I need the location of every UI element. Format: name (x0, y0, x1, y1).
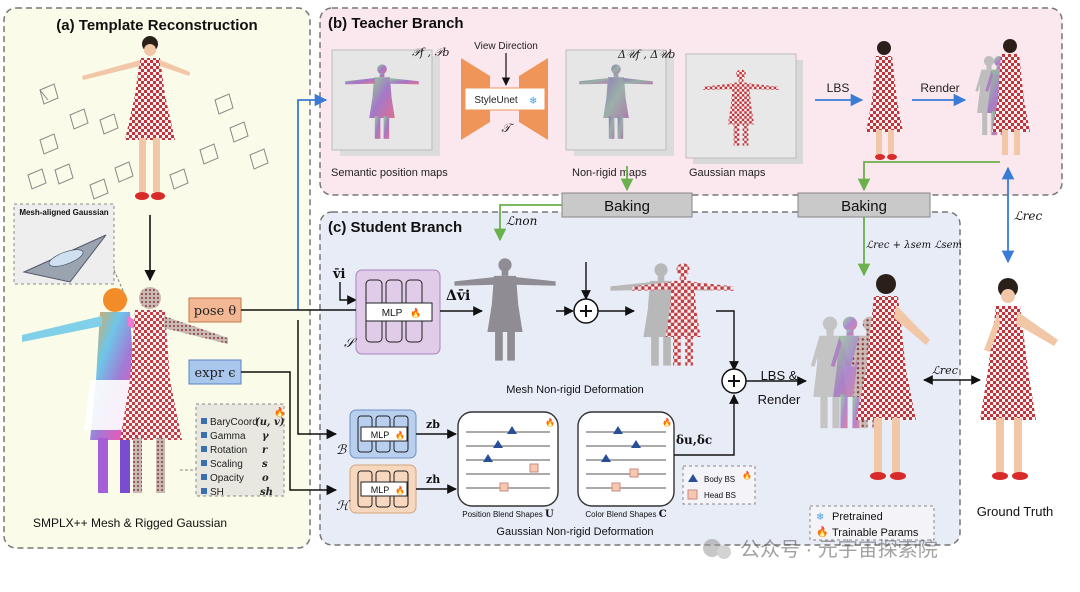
attr-label: SH (210, 487, 224, 498)
semantic-symbol: 𝒫f , 𝒫b (412, 46, 449, 59)
loss-rec-mid: ℒrec (932, 364, 958, 377)
attr-symbol: (u, v) (255, 417, 285, 428)
student-rendered-stack (810, 274, 930, 480)
baking-left-box (561, 192, 693, 218)
lbs-render-1: LBS & (761, 368, 798, 383)
fire-icon: 🔥 (662, 417, 672, 427)
attr-symbol: γ (262, 431, 269, 442)
expr-box (188, 359, 242, 385)
inset-title: Mesh-aligned Gaussian (19, 208, 108, 217)
inset-gaussian (48, 249, 84, 267)
attr-label: BaryCoord (210, 417, 258, 428)
zh-label: zh (426, 473, 440, 486)
position-blend-label: Position Blend Shapes U (462, 509, 554, 520)
attr-label: Gamma (210, 431, 246, 442)
ground-truth-label: Ground Truth (977, 504, 1054, 519)
baking-left-label: Baking (604, 198, 650, 215)
delta-uc-label: δu,δc (676, 433, 712, 447)
baking-right-label: Baking (841, 198, 887, 215)
snowflake-icon: ❄ (529, 96, 537, 107)
lbs-label: LBS (827, 81, 850, 95)
pretrained-label: Pretrained (832, 511, 883, 523)
stylenet-box (464, 87, 546, 111)
color-blend-label: Color Blend Shapes C (585, 509, 666, 520)
mlp-h-label: MLP (371, 485, 390, 495)
attribute-box (195, 403, 285, 497)
fire-icon: 🔥 (274, 406, 285, 417)
attr-symbol: sh (260, 487, 273, 498)
zb-label: zb (426, 418, 440, 431)
render-label: Render (920, 81, 959, 95)
b-symbol: ℬ (336, 443, 347, 458)
trainable-label: Trainable Params (832, 527, 919, 539)
panel-a-caption: SMPLX++ Mesh & Rigged Gaussian (33, 516, 227, 530)
teacher-rendered-stack (975, 39, 1030, 155)
head-bs-label: Head BS (704, 491, 736, 500)
color-blend-box (577, 411, 675, 507)
semantic-label: Semantic position maps (331, 167, 448, 179)
vi-label: v̄i (332, 267, 346, 282)
attr-symbol: r (262, 445, 268, 456)
attr-label: Opacity (210, 473, 244, 484)
loss-combo: ℒrec + λsem ℒsem (866, 240, 962, 251)
panel-c-title: (c) Student Branch (328, 219, 462, 236)
expr-label: expr ϵ (195, 366, 236, 381)
fire-icon: 🔥 (816, 525, 828, 538)
attr-symbol: s (262, 459, 268, 470)
rigged-gaussian (120, 287, 228, 493)
view-direction: View Direction (474, 41, 538, 52)
attr-label: Rotation (210, 445, 247, 456)
loss-rec-top: ℒrec (1014, 209, 1042, 223)
attribute-list: BaryCoord (u, v) Gamma γ Rotation r Scal… (201, 417, 285, 498)
fire-icon: 🔥 (545, 417, 555, 427)
position-blend-box (457, 411, 559, 507)
lbs-render-2: Render (758, 392, 801, 407)
gaussian-label: Gaussian maps (689, 167, 766, 179)
param-legend (809, 505, 935, 541)
snowflake-icon: ❄ (816, 512, 824, 523)
camera-ring (27, 83, 269, 200)
panel-b-title: (b) Teacher Branch (328, 15, 464, 32)
pose-label: pose θ (194, 304, 237, 319)
h-symbol: ℋ (336, 499, 351, 514)
attr-label: Scaling (210, 459, 243, 470)
mlp-s-label: MLP (382, 308, 403, 319)
delta-vi-label: Δv̄i (446, 288, 470, 304)
watermark-text: 公众号 · 元宇宙探索院 (740, 538, 938, 561)
nonrigid-label: Non-rigid maps (572, 167, 647, 179)
stylenet-label: StyleUnet (474, 95, 518, 106)
gaussian-deform-label: Gaussian Non-rigid Deformation (496, 526, 653, 538)
template-woman (82, 36, 190, 200)
attr-symbol: o (262, 473, 269, 484)
fire-icon: 🔥 (395, 430, 405, 440)
ground-truth-woman (980, 278, 1058, 480)
fire-icon: 🔥 (395, 485, 405, 495)
nonrigid-symbol: Δ𝒰f , Δ𝒰b (617, 48, 675, 61)
baking-right-box (797, 192, 931, 218)
watermark: 公众号 · 元宇宙探索院 (703, 538, 938, 561)
mlp-b-label: MLP (371, 430, 390, 440)
loss-non: ℒnon (506, 214, 537, 228)
panel-a-title: (a) Template Reconstruction (56, 17, 257, 34)
mesh-deform-label: Mesh Non-rigid Deformation (506, 384, 644, 396)
fire-icon: 🔥 (742, 470, 752, 480)
teacher-posed-woman (866, 41, 903, 160)
fire-icon: 🔥 (410, 307, 421, 318)
body-bs-label: Body BS (704, 475, 735, 484)
